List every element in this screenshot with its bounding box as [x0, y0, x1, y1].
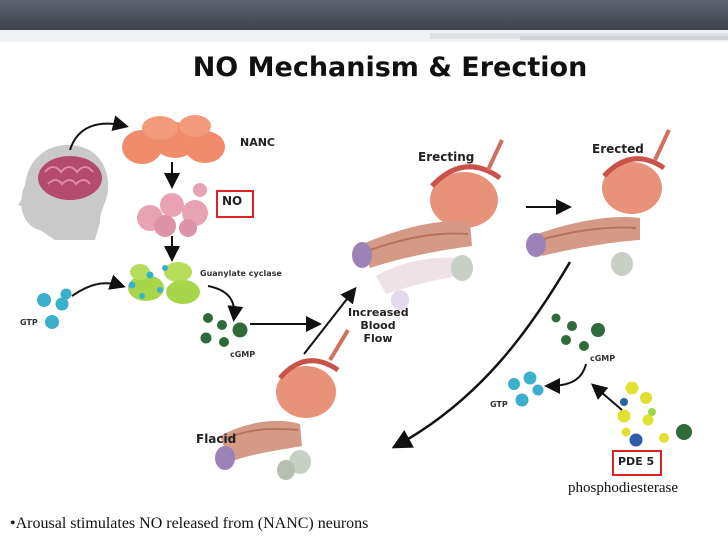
- arrow-brain-to-nanc: [69, 115, 129, 151]
- nanc-label: NANC: [240, 136, 275, 149]
- arrow-guanylate-to-cgmp: [207, 285, 244, 322]
- arrow-pde5-to-cgmp: [590, 383, 623, 411]
- arrow-cgmp-to-gtp: [544, 363, 587, 394]
- flacid-label: Flacid: [196, 432, 237, 446]
- no-label: NO: [222, 194, 243, 208]
- erecting-organ-illustration-icon: [352, 139, 504, 310]
- cgmp-molecules-right: [551, 313, 605, 351]
- organ-illustration-icon: [215, 328, 350, 480]
- increased-line-3: Flow: [363, 332, 393, 345]
- head-with-brain-icon: [18, 145, 109, 240]
- increased-blood-flow-label: Increased Blood Flow: [348, 306, 409, 345]
- erected-organ-illustration-icon: [526, 129, 671, 276]
- pde5-molecules: [617, 381, 692, 447]
- erected-label: Erected: [592, 142, 644, 156]
- erecting-label: Erecting: [418, 150, 475, 164]
- phosphodiesterase-label: phosphodiesterase: [568, 480, 678, 496]
- gtp-molecules-left: [37, 288, 72, 329]
- caption-bullet: •Arousal stimulates NO released from (NA…: [10, 515, 369, 532]
- cgmp-label-right: cGMP: [590, 354, 616, 363]
- arrow-flacid-to-erecting: [303, 286, 357, 355]
- cgmp-label-left: cGMP: [230, 350, 256, 359]
- gtp-label-right: GTP: [490, 400, 508, 409]
- guanylate-cyclase-label: Guanylate cyclase: [200, 269, 282, 278]
- nanc-cells-icon: [122, 115, 225, 164]
- banner-strip: [0, 30, 728, 42]
- guanylate-cyclase-icon: [128, 262, 200, 304]
- arrow-erected-to-flacid: [391, 261, 572, 449]
- pde5-label: PDE 5: [618, 455, 655, 468]
- no-highlight-box: [216, 190, 254, 218]
- gtp-label-left: GTP: [20, 318, 38, 327]
- increased-line-2: Blood: [360, 319, 396, 332]
- page-title: NO Mechanism & Erection: [192, 52, 588, 83]
- top-banner: [0, 0, 728, 30]
- arrow-gtp-to-guanylate: [71, 274, 126, 297]
- no-cells-icon: [137, 183, 208, 237]
- gtp-molecules-right: [508, 371, 544, 407]
- cgmp-molecules-left: [200, 313, 248, 347]
- increased-line-1: Increased: [348, 306, 409, 319]
- pde5-highlight-box: [612, 450, 662, 476]
